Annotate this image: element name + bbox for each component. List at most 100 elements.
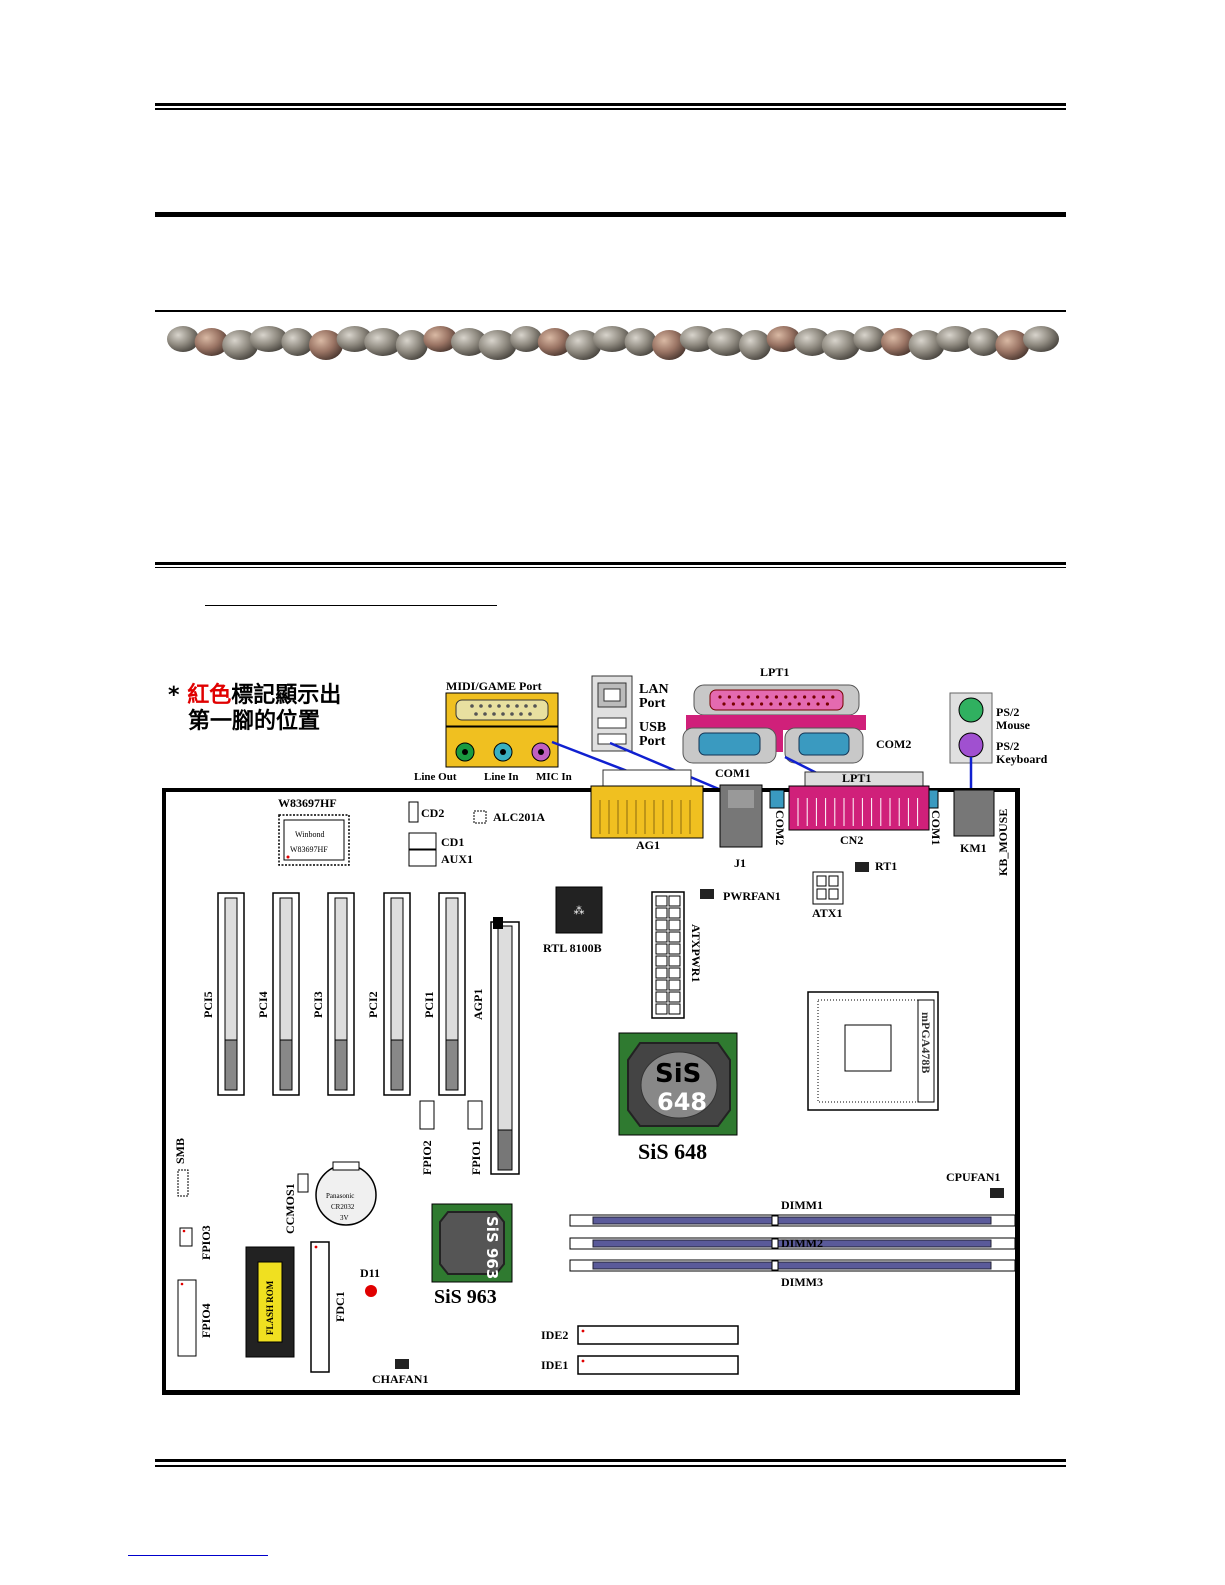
pci-slot-key [279, 1039, 293, 1091]
cn2-label: CN2 [840, 833, 864, 847]
cell [655, 943, 668, 955]
dimm-key [771, 1215, 779, 1226]
chafan1-label: CHAFAN1 [372, 1372, 429, 1386]
stone [967, 328, 1000, 356]
pin [524, 704, 528, 708]
stone [679, 326, 716, 352]
pin [788, 702, 792, 706]
fpio1-label: FPIO1 [469, 1140, 483, 1175]
pin [825, 702, 830, 706]
cell [668, 907, 681, 919]
pin [515, 704, 519, 708]
dimm3-label: DIMM3 [781, 1275, 823, 1289]
footer-rule-double-top [155, 1459, 1066, 1462]
pin [533, 704, 537, 708]
note-marker: * [168, 683, 180, 708]
fpio4-label: FPIO4 [199, 1303, 213, 1338]
com1-top-label: COM1 [715, 766, 751, 780]
ide2-label: IDE2 [541, 1328, 569, 1342]
sis648-chip-text-2: 648 [657, 1088, 708, 1116]
pin [479, 704, 483, 708]
pin [722, 702, 726, 706]
cell [668, 931, 681, 943]
stone [766, 326, 801, 352]
dimm-slot-inner [592, 1261, 992, 1270]
pci2-label: PCI2 [366, 991, 380, 1018]
cell [655, 907, 668, 919]
pci-slot-key [224, 1039, 238, 1091]
cell [655, 919, 668, 931]
pin [737, 695, 741, 699]
atx1-label: ATX1 [812, 906, 843, 920]
usb-port-label: Port [639, 734, 666, 749]
pin [793, 695, 797, 699]
stone [478, 330, 517, 360]
pin [821, 695, 826, 699]
lpt1-board-label: LPT1 [842, 771, 872, 785]
section-rule-thin [155, 310, 1066, 312]
pwrfan1-label: PWRFAN1 [723, 889, 781, 903]
fdc1-label: FDC1 [333, 1291, 347, 1322]
stone [537, 328, 572, 356]
dimm-key [771, 1238, 779, 1249]
cell [668, 895, 681, 907]
cell [668, 943, 681, 955]
stone [624, 328, 657, 356]
section-rule-double-top [155, 562, 1066, 565]
stone [395, 330, 428, 360]
stone [249, 326, 288, 352]
sis963-label: SiS 963 [434, 1286, 497, 1308]
fpio3-label: FPIO3 [199, 1225, 213, 1260]
d11-label: D11 [360, 1266, 381, 1280]
lan-label: LAN [639, 682, 669, 697]
pin [769, 702, 773, 706]
pin [756, 695, 760, 699]
stones-divider-image [167, 326, 1059, 360]
note-line2: 第一腳的位置 [188, 709, 321, 734]
stone [364, 328, 403, 356]
mic-in-label: MIC In [536, 771, 572, 783]
header-rule-double-bottom [155, 108, 1066, 110]
pci4-label: PCI4 [256, 991, 270, 1018]
dimm-slot-inner [592, 1216, 992, 1225]
ccmos1-label: CCMOS1 [283, 1183, 297, 1234]
pin [741, 702, 745, 706]
aux1-label: AUX1 [441, 852, 473, 866]
pin [731, 702, 736, 706]
flash-rom-label: FLASH ROM [265, 1280, 275, 1335]
pin [807, 702, 811, 706]
pin [760, 702, 764, 706]
j1-label: J1 [734, 856, 746, 870]
cell [655, 1003, 668, 1015]
pin [750, 702, 754, 706]
pci-slot-key [390, 1039, 404, 1091]
note-line1: 標記顯示出 [231, 683, 342, 708]
cell [655, 931, 668, 943]
usb-label: USB [639, 720, 667, 735]
battery-text-2: CR2032 [331, 1203, 355, 1211]
pin [506, 704, 510, 708]
pin [510, 712, 514, 716]
header-rule-double-top [155, 103, 1066, 106]
pin [483, 712, 487, 716]
section-rule-thick [155, 212, 1066, 217]
ag1-label: AG1 [636, 838, 660, 852]
socket-label: mPGA478B [919, 1012, 933, 1074]
stone [510, 326, 543, 352]
cd2-label: CD2 [421, 806, 445, 820]
stone [423, 326, 458, 352]
pin [488, 704, 492, 708]
ps2-keyboard-label-1: PS/2 [996, 739, 1020, 753]
dimm2-label: DIMM2 [781, 1236, 823, 1250]
cell [668, 991, 681, 1003]
cell [668, 979, 681, 991]
alc201a-label: ALC201A [493, 810, 546, 824]
pin [797, 702, 801, 706]
cell [655, 895, 668, 907]
stone [995, 330, 1030, 360]
stone [451, 328, 487, 356]
stone [936, 326, 975, 352]
pin1-note: * 紅色標記顯示出 第一腳的位置 [168, 683, 341, 735]
pin [519, 712, 523, 716]
